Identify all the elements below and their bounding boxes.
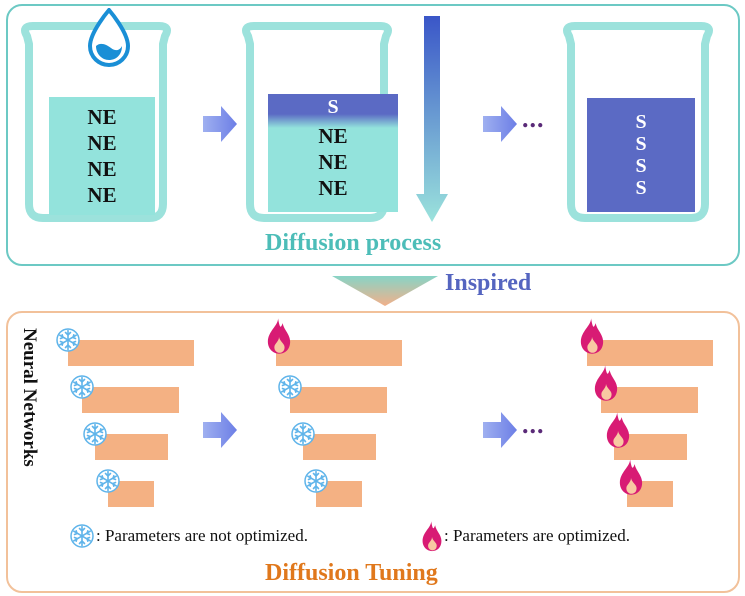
diffusion-process-caption: Diffusion process [265, 230, 442, 256]
flame-icon [580, 318, 604, 354]
flame-icon [267, 318, 291, 354]
right-arrow-icon [483, 106, 517, 142]
liquid-ne: NE NE NE NE [49, 97, 155, 215]
liquid-s: S S S S [587, 98, 695, 212]
snowflake-icon [304, 469, 328, 493]
diffusion-tuning-panel [6, 311, 740, 593]
s-label: S [327, 96, 339, 118]
ne-label: NE [87, 183, 117, 207]
layer-bar [587, 340, 713, 366]
ne-label: NE [87, 105, 117, 129]
liquid-mixed: S NE NE NE [268, 94, 398, 212]
layer-bar [601, 387, 698, 413]
ne-label: NE [87, 157, 117, 181]
diffusion-process-panel [6, 4, 740, 266]
layer-bar [95, 434, 168, 460]
flame-icon [422, 521, 442, 552]
snowflake-icon [278, 375, 302, 399]
ne-label: NE [318, 176, 348, 200]
snowflake-icon [56, 328, 80, 352]
legend-not-optimized: : Parameters are not optimized. [96, 526, 308, 545]
snowflake-icon [291, 422, 315, 446]
beaker-diffusing: S NE NE NE [242, 22, 398, 222]
neural-networks-label: Neural Networks [19, 328, 40, 467]
s-label: S [635, 177, 647, 199]
layer-bar [82, 387, 179, 413]
right-arrow-icon [483, 412, 517, 448]
inspired-arrow-icon [332, 276, 438, 306]
legend-optimized: : Parameters are optimized. [444, 526, 630, 545]
inspired-label: Inspired [445, 270, 532, 296]
water-drop-icon [87, 8, 131, 68]
ne-label: NE [87, 131, 117, 155]
down-arrow-icon [416, 16, 448, 222]
s-label: S [635, 155, 647, 177]
ellipsis: ... [522, 410, 545, 439]
s-label: S [635, 111, 647, 133]
flame-icon [619, 459, 643, 495]
ne-label: NE [318, 150, 348, 174]
ellipsis: ... [522, 104, 545, 133]
beaker-non-equilibrium: NE NE NE NE [21, 22, 171, 222]
layer-bar [290, 387, 387, 413]
layer-bar [68, 340, 194, 366]
diffusion-tuning-caption: Diffusion Tuning [265, 560, 438, 586]
right-arrow-icon [203, 106, 237, 142]
snowflake-icon [83, 422, 107, 446]
snowflake-icon [70, 524, 94, 548]
flame-icon [594, 365, 618, 401]
ne-label: NE [318, 124, 348, 148]
right-arrow-icon [203, 412, 237, 448]
snowflake-icon [96, 469, 120, 493]
layer-bar [276, 340, 402, 366]
flame-icon [606, 412, 630, 448]
snowflake-icon [70, 375, 94, 399]
layer-bar [303, 434, 376, 460]
beaker-equilibrium: S S S S [563, 22, 713, 222]
s-label: S [635, 133, 647, 155]
